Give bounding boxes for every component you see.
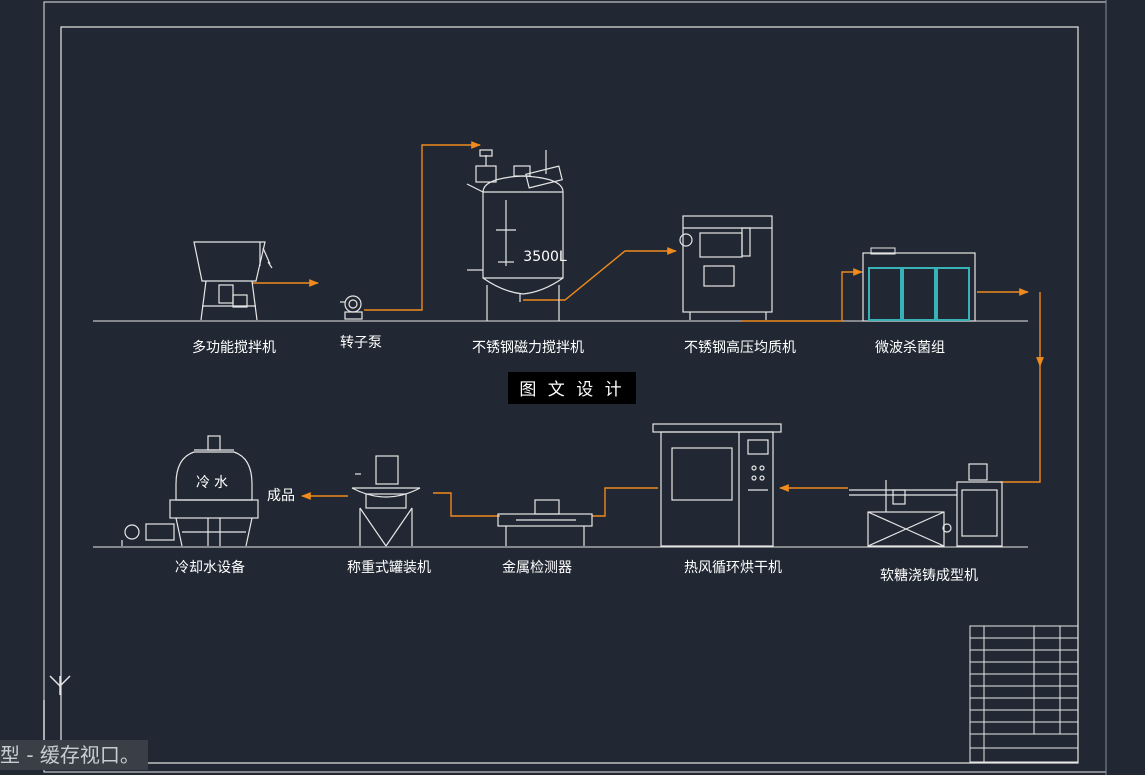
flow-lines	[252, 141, 1044, 517]
label-product: 成品	[267, 488, 295, 504]
gummy-depositor	[849, 463, 1003, 547]
inner-frame	[60, 26, 1079, 764]
microwave-sterilizer	[862, 247, 976, 322]
status-bar: 型 - 缓存视口。	[0, 740, 148, 770]
label-magnetic-mixer: 不锈钢磁力搅拌机	[472, 340, 584, 356]
hot-air-dryer	[652, 423, 782, 547]
weighing-filler	[351, 455, 421, 547]
cooling-tower	[121, 435, 259, 547]
title-block	[969, 625, 1079, 763]
label-pump: 转子泵	[340, 335, 382, 351]
ucs-axis-icon	[43, 675, 71, 740]
tank-capacity: 3500L	[523, 249, 567, 265]
rotor-pump	[340, 295, 363, 320]
label-microwave: 微波杀菌组	[875, 340, 945, 356]
label-metal-detector: 金属检测器	[502, 560, 572, 576]
tower-text: 冷水	[196, 475, 232, 491]
watermark: 图 文 设 计	[508, 372, 636, 404]
multi-function-mixer	[193, 241, 273, 321]
label-dryer: 热风循环烘干机	[684, 560, 782, 576]
status-text: 型 - 缓存视口。	[0, 743, 140, 767]
label-filler: 称重式罐装机	[347, 560, 431, 576]
magnetic-mixer-tank	[466, 149, 564, 321]
label-depositor: 软糖浇铸成型机	[880, 568, 978, 584]
label-cooling: 冷却水设备	[175, 559, 245, 576]
metal-detector	[497, 499, 593, 546]
watermark-text: 图 文 设 计	[519, 380, 624, 400]
label-homogenizer: 不锈钢高压均质机	[684, 339, 796, 356]
high-pressure-homogenizer	[679, 215, 773, 320]
label-mixer: 多功能搅拌机	[192, 339, 276, 356]
